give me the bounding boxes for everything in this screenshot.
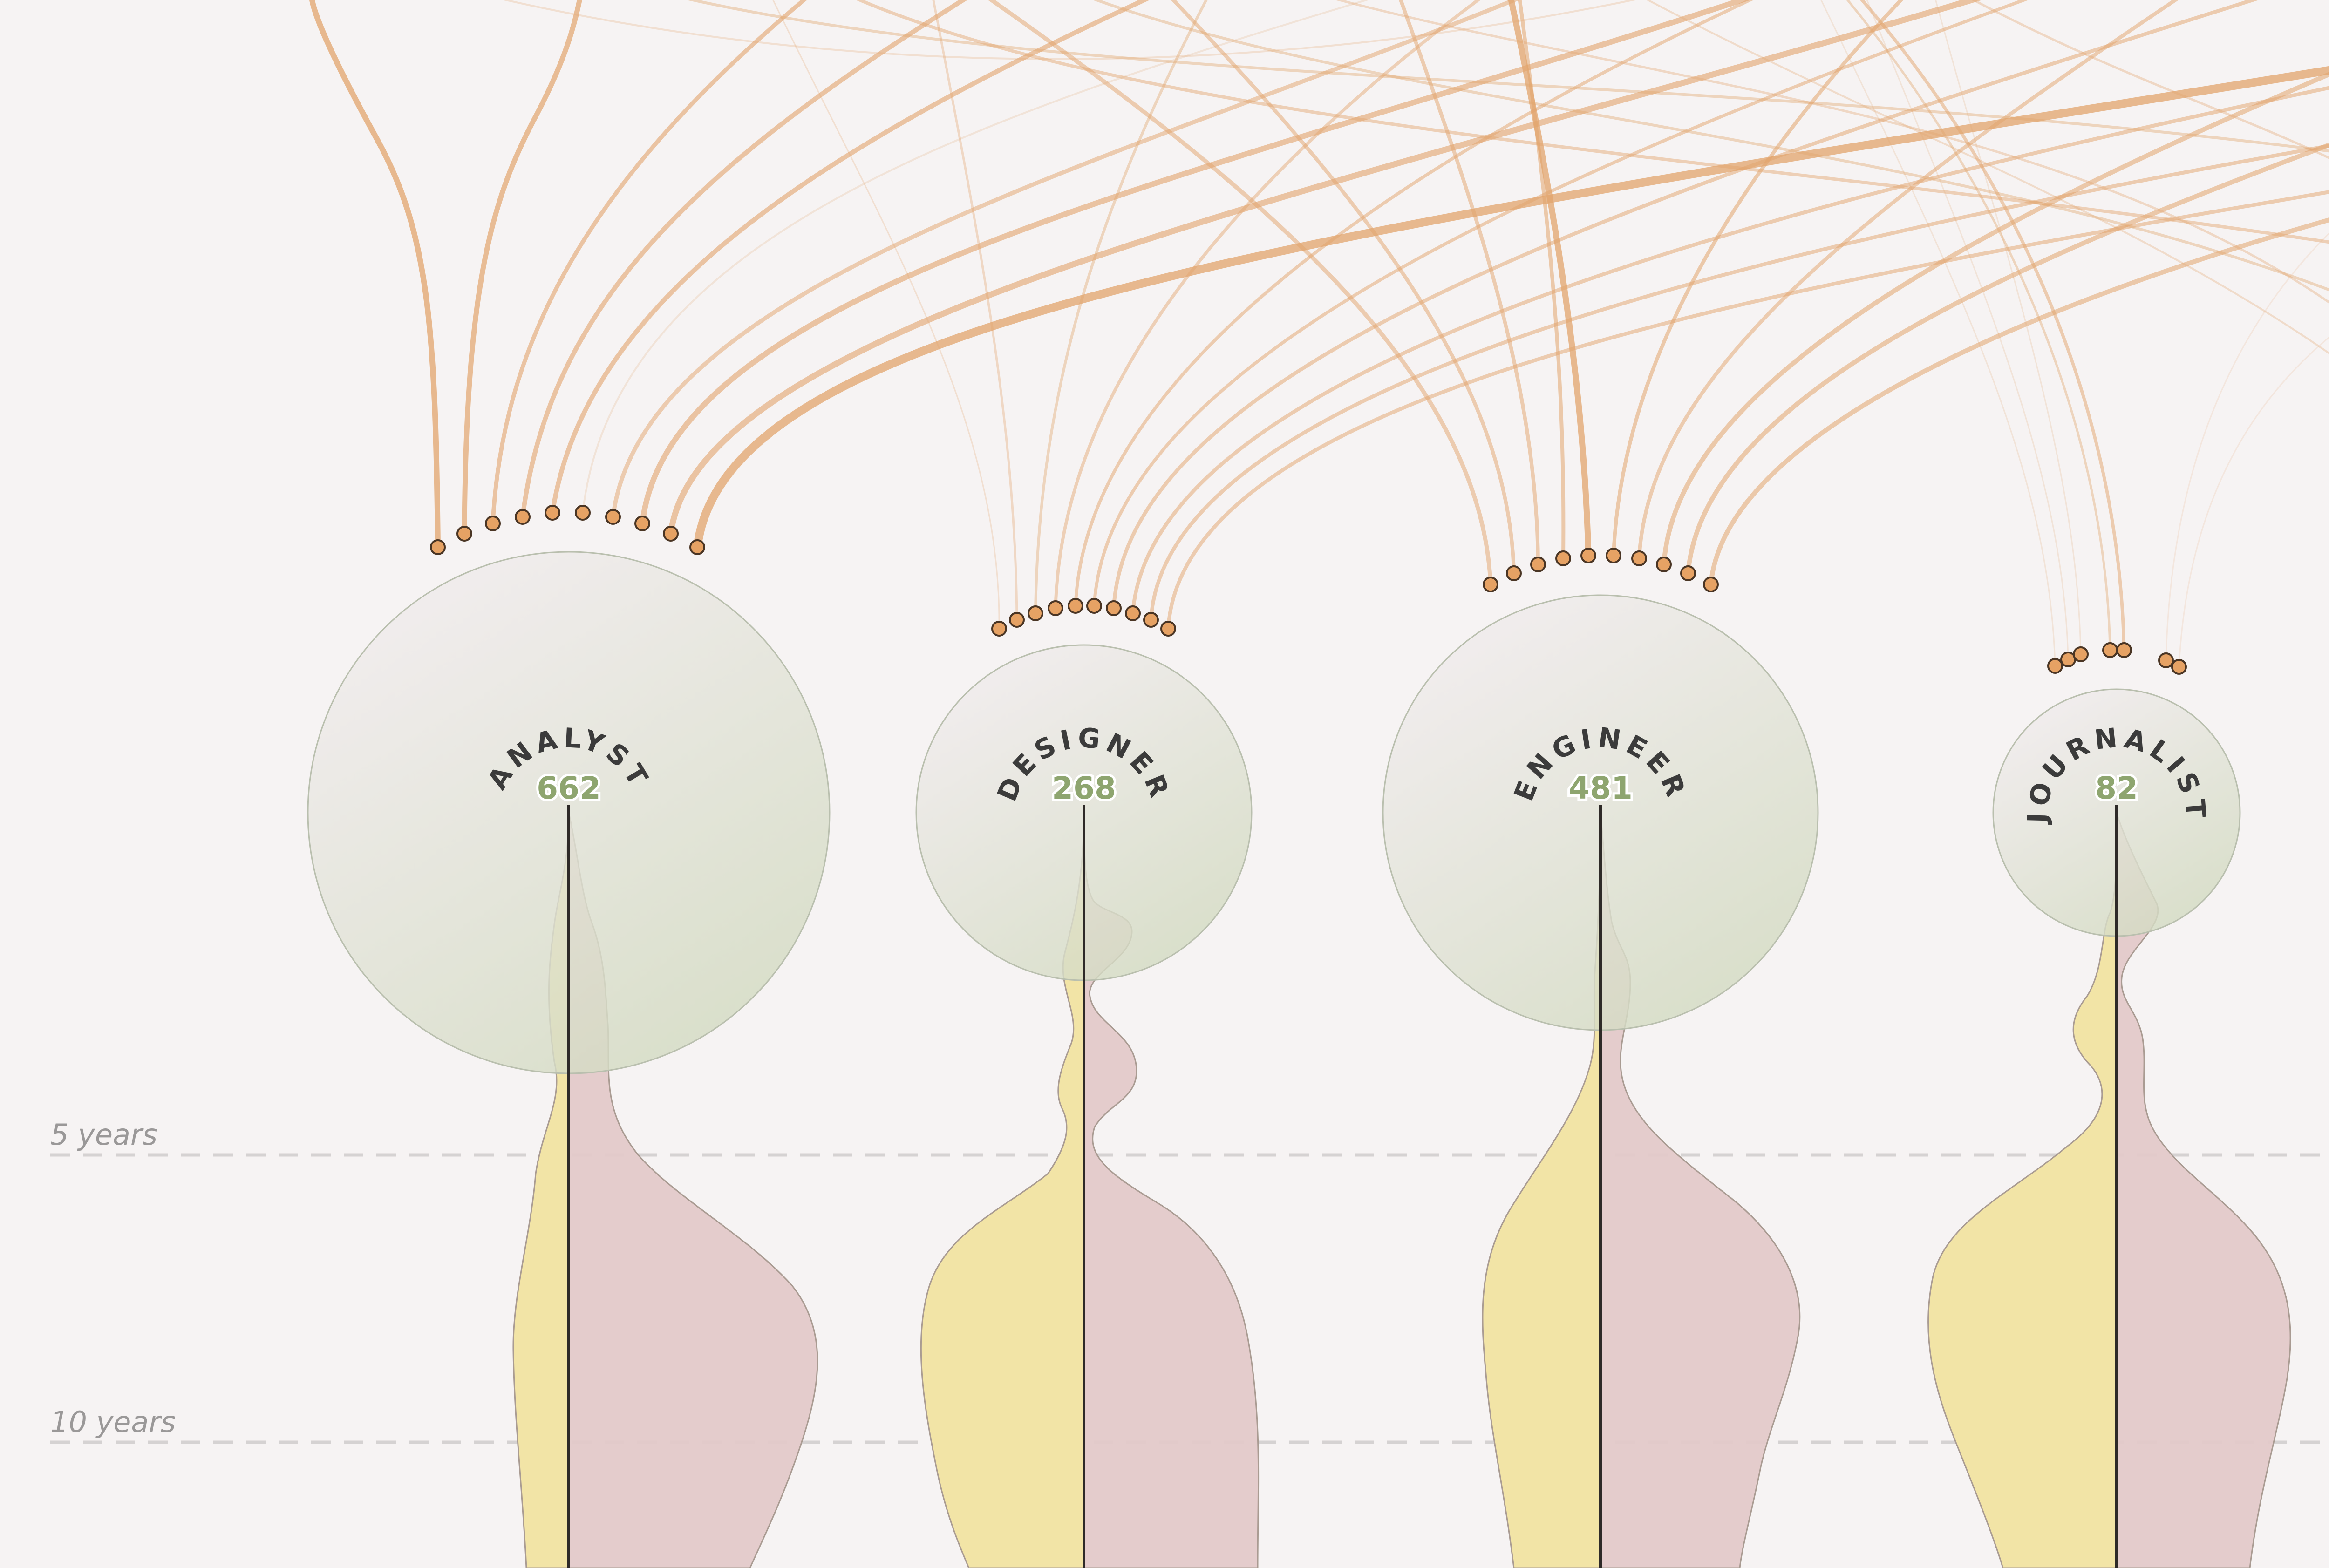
endpoint-dot-designer-3: [1048, 600, 1063, 616]
transition-link: [2165, 232, 2329, 661]
role-axes: [567, 805, 2118, 1568]
transition-links: [309, 0, 2329, 668]
transition-link: [987, 0, 1493, 587]
transition-link: [667, 0, 1982, 537]
role-count-designer: 268: [1052, 770, 1116, 806]
endpoint-dot-engineer-4: [1580, 548, 1596, 563]
endpoint-dot-journalist-6: [2171, 659, 2187, 675]
endpoint-dot-journalist-3: [2102, 642, 2118, 658]
endpoint-dot-engineer-5: [1606, 548, 1621, 563]
endpoint-dot-engineer-0: [1483, 577, 1498, 592]
endpoint-dot-designer-5: [1086, 598, 1102, 614]
transition-link: [1054, 0, 1481, 610]
endpoint-dot-analyst-2: [485, 516, 501, 531]
endpoint-dot-designer-2: [1028, 605, 1043, 621]
endpoint-dot-designer-9: [1160, 621, 1176, 637]
transition-link: [520, 0, 968, 519]
endpoint-dot-analyst-8: [663, 526, 679, 542]
transition-link: [1335, 0, 2329, 304]
endpoint-dot-engineer-1: [1506, 565, 1522, 581]
endpoint-dot-engineer-2: [1530, 557, 1546, 572]
endpoint-dot-engineer-9: [1703, 577, 1719, 592]
transition-link: [1398, 0, 1540, 566]
endpoint-dot-analyst-0: [430, 539, 446, 555]
transition-link: [1846, 0, 2111, 652]
endpoint-dot-analyst-5: [575, 505, 591, 521]
endpoint-dot-journalist-5: [2158, 652, 2174, 668]
transition-link: [1034, 0, 1208, 615]
endpoint-dot-engineer-7: [1656, 557, 1672, 572]
transition-link: [1646, 0, 2329, 354]
endpoint-dot-analyst-6: [605, 509, 621, 525]
transition-link: [501, 0, 1638, 60]
endpoint-dot-designer-8: [1143, 612, 1159, 628]
endpoint-dot-engineer-8: [1680, 565, 1696, 581]
endpoint-dot-designer-6: [1106, 600, 1122, 616]
endpoint-dot-analyst-7: [634, 516, 650, 531]
transition-link: [1149, 144, 2329, 622]
transition-link: [2178, 336, 2329, 668]
transition-link: [1971, 0, 2329, 159]
endpoint-dot-engineer-3: [1555, 550, 1571, 566]
endpoint-dot-analyst-3: [515, 509, 531, 525]
endpoint-dot-designer-0: [991, 621, 1007, 637]
transition-link: [1662, 72, 2329, 567]
transition-link: [490, 0, 807, 526]
endpoint-dot-analyst-9: [689, 539, 705, 555]
role-count-engineer: 481: [1568, 770, 1633, 806]
endpoint-dot-designer-4: [1068, 598, 1083, 614]
tenure-violins: [512, 812, 2291, 1568]
transition-link: [640, 0, 1751, 526]
transition-link: [1171, 0, 1516, 575]
transition-link: [309, 0, 441, 550]
transition-link: [1934, 0, 2082, 655]
transition-link: [611, 0, 1520, 519]
guide-label-5-years: 5 years: [50, 1118, 157, 1152]
endpoint-dot-analyst-1: [456, 526, 472, 542]
transition-link: [1686, 142, 2329, 576]
transition-link: [582, 0, 1370, 514]
role-count-analyst: 662: [537, 770, 601, 806]
endpoint-dot-designer-1: [1009, 612, 1025, 628]
endpoint-dot-analyst-4: [545, 505, 560, 521]
transition-link: [1866, 0, 2069, 660]
endpoint-dot-engineer-6: [1631, 550, 1647, 566]
transition-link: [693, 66, 2329, 551]
transition-link: [1709, 217, 2329, 587]
role-count-journalist: 82: [2095, 770, 2138, 806]
transition-link: [1131, 86, 2329, 615]
transition-link: [1508, 0, 1592, 559]
transition-link: [932, 0, 1018, 621]
transition-link: [1820, 0, 2056, 667]
endpoint-dot-designer-7: [1125, 605, 1141, 621]
transition-link: [1074, 0, 1754, 608]
transition-link: [686, 0, 2329, 153]
link-endpoints: [430, 505, 2187, 675]
endpoint-dot-journalist-0: [2047, 658, 2063, 674]
transition-link: [1612, 0, 1904, 557]
transition-link: [772, 0, 1000, 630]
transition-link: [462, 0, 582, 536]
transition-link: [1637, 0, 2179, 560]
endpoint-dot-journalist-2: [2073, 646, 2089, 662]
transition-link: [1859, 0, 2126, 652]
endpoint-dot-journalist-4: [2116, 642, 2132, 658]
transition-link: [1112, 0, 2259, 610]
transition-link: [550, 0, 1150, 515]
transition-link: [855, 0, 2329, 244]
transition-link: [1092, 0, 2029, 608]
transition-link: [1092, 0, 2329, 292]
guide-label-10-years: 10 years: [50, 1405, 176, 1439]
